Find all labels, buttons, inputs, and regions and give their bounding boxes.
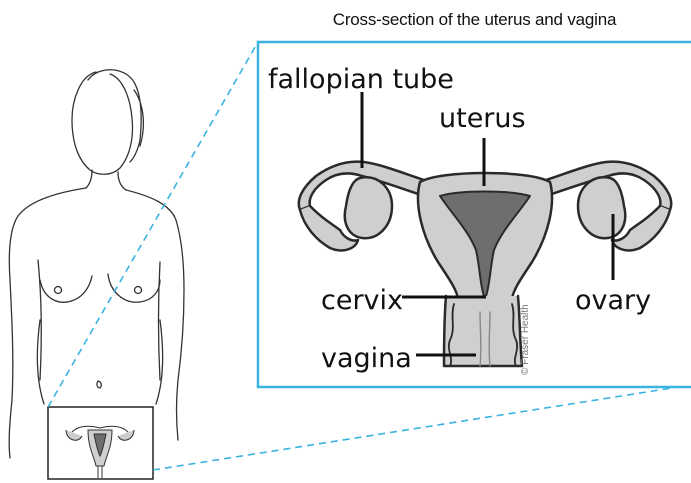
connector-bottom [153, 385, 691, 470]
diagram-title: Cross-section of the uterus and vagina [258, 10, 691, 30]
ovary-left [345, 177, 392, 238]
navel [97, 381, 101, 388]
label-vagina: vagina [321, 345, 412, 372]
ovary-right [578, 177, 625, 238]
breast-left [40, 276, 92, 302]
label-ovary: ovary [575, 287, 651, 314]
nipple-right [135, 287, 142, 294]
label-cervix: cervix [321, 287, 403, 314]
body-figure [9, 70, 184, 458]
nipple-left [55, 287, 62, 294]
hair-outline [88, 70, 143, 162]
head-outline [72, 72, 133, 174]
label-fallopian-tube: fallopian tube [268, 66, 454, 93]
label-uterus: uterus [439, 105, 526, 132]
image-credit: © Fraser Health [520, 304, 531, 375]
torso-right [126, 190, 184, 440]
neck-outline [86, 170, 126, 190]
connector-top [48, 42, 258, 407]
